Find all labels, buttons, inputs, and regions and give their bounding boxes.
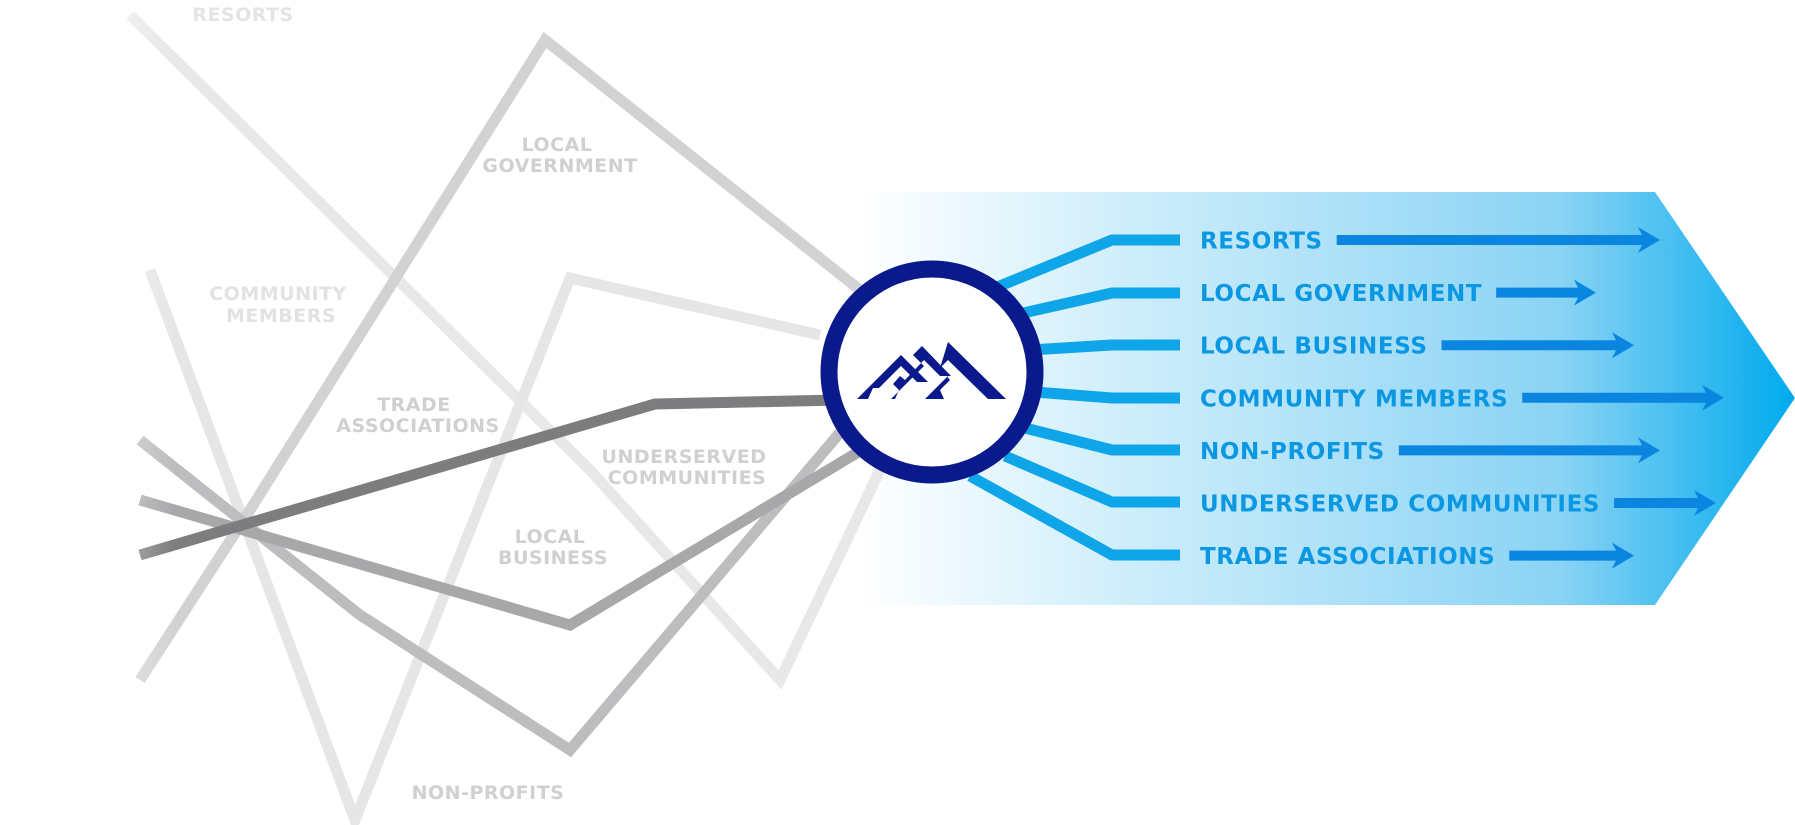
left-label-resorts: RESORTS: [192, 4, 293, 26]
left-label-local-government-line2: GOVERNMENT: [482, 155, 637, 177]
right-label-non-profits: NON-PROFITS: [1200, 439, 1385, 465]
fan-lines: [967, 234, 1180, 561]
mountain-icon: [857, 342, 1006, 399]
arrow-local-government: [1496, 279, 1596, 306]
left-labels: RESORTS LOCAL GOVERNMENT COMMUNITY MEMBE…: [192, 4, 766, 804]
left-label-underserved-communities-line1: UNDERSERVED: [602, 446, 767, 468]
arrow-non-profits: [1398, 437, 1660, 464]
arrow-trade-associations: [1509, 542, 1634, 569]
right-label-local-government: LOCAL GOVERNMENT: [1200, 281, 1482, 307]
right-label-resorts: RESORTS: [1200, 229, 1323, 255]
fan-line-community-members: [1034, 386, 1180, 404]
arrow-resorts: [1336, 227, 1660, 253]
right-label-trade-associations: TRADE ASSOCIATIONS: [1200, 544, 1495, 570]
left-label-local-government-line1: LOCAL: [522, 134, 593, 156]
left-label-community-members-line2: MEMBERS: [226, 305, 336, 327]
left-label-trade-associations-line1: TRADE: [377, 394, 451, 416]
left-label-local-business-line2: BUSINESS: [498, 547, 608, 569]
arrow-local-business: [1441, 332, 1634, 359]
arrow-underserved-communities: [1614, 490, 1716, 516]
fan-line-local-business: [1029, 339, 1180, 356]
right-label-group: RESORTS LOCAL GOVERNMENT LOCAL BUSINESS COM…: [1200, 227, 1724, 570]
left-label-underserved-communities-line2: COMMUNITIES: [608, 467, 767, 489]
fan-line-trade-associations: [967, 471, 1180, 561]
left-label-trade-associations-line2: ASSOCIATIONS: [336, 415, 499, 437]
arrow-community-members: [1522, 384, 1724, 411]
fan-line-underserved-communities: [1002, 450, 1180, 508]
left-label-community-members-line1: COMMUNITY: [209, 283, 347, 305]
hub-logo: [820, 260, 1044, 484]
hub-ring: [820, 260, 1044, 484]
left-label-local-business-line1: LOCAL: [515, 526, 586, 548]
fan-line-non-profits: [1023, 422, 1180, 456]
right-label-underserved-communities: UNDERSERVED COMMUNITIES: [1200, 492, 1600, 518]
right-label-local-business: LOCAL BUSINESS: [1200, 334, 1428, 360]
fan-line-local-government: [1008, 287, 1180, 322]
right-label-community-members: COMMUNITY MEMBERS: [1200, 386, 1508, 412]
fan-line-resorts: [987, 234, 1180, 296]
left-label-non-profits: NON-PROFITS: [412, 782, 565, 804]
left-fade: [0, 0, 700, 825]
